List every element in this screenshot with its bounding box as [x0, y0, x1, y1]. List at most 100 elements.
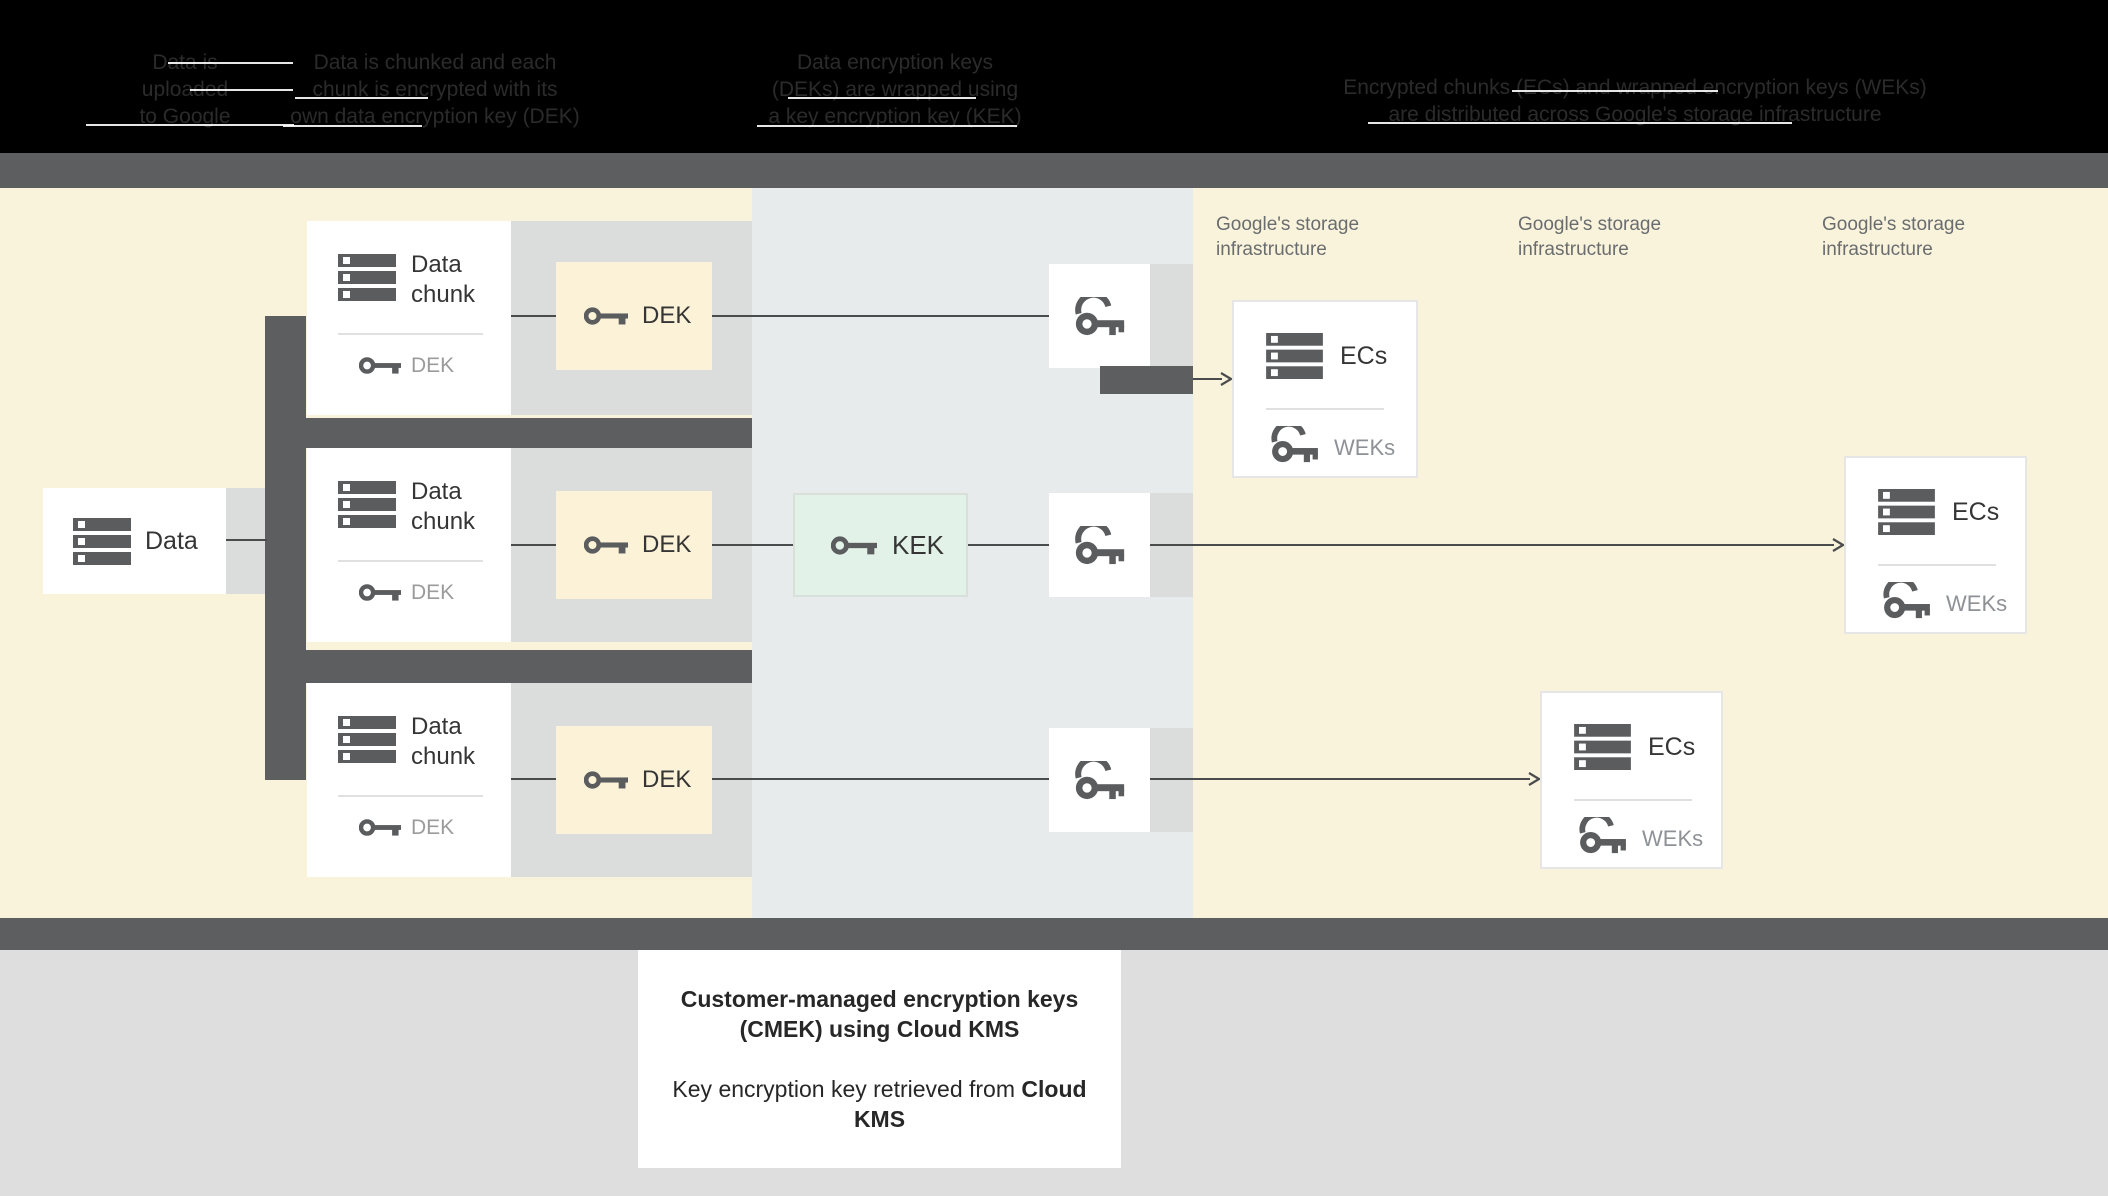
- weks-label: WEKs: [1334, 435, 1396, 460]
- storage-icon: [1878, 489, 1935, 535]
- chunk-divider: [338, 333, 483, 335]
- chunk-divider: [338, 560, 483, 562]
- connector-dek3-wrap3: [712, 778, 1049, 780]
- kek-label: KEK: [892, 529, 945, 560]
- wrapped-key-icon: [1882, 582, 1932, 619]
- arrowhead-icon: [1219, 371, 1233, 387]
- key-icon: [831, 534, 877, 557]
- header-step-2-line: Data is chunked and each: [313, 51, 557, 74]
- header-underline: [1368, 122, 1792, 124]
- arrow-line-row2: [1150, 544, 1834, 546]
- storage-icon: [338, 716, 396, 763]
- header-step-2: Data is chunked and each chunk is encryp…: [270, 49, 600, 130]
- header-step-4-line: Encrypted chunks (ECs) and wrapped encry…: [1343, 76, 1927, 99]
- header-step-1-line: to Google: [139, 105, 231, 128]
- key-icon: [584, 534, 628, 556]
- connector-data-trunk: [225, 539, 267, 541]
- footer-card: Customer-managed encryption keys (CMEK) …: [638, 950, 1121, 1168]
- key-icon: [584, 769, 628, 791]
- data-row-band: [226, 488, 265, 594]
- header-underline: [788, 97, 976, 99]
- key-icon: [359, 355, 401, 376]
- storage-icon: [338, 481, 396, 528]
- bottom-divider-bar: [0, 918, 2108, 950]
- header-step-3-line: Data encryption keys: [796, 51, 994, 74]
- storage-icon: [1574, 724, 1631, 770]
- header-underline: [168, 62, 293, 64]
- branch-bar-2: [306, 650, 752, 683]
- data-chunk-title: Data chunk: [411, 478, 476, 535]
- chunk-dek-label: DEK: [411, 816, 455, 839]
- branch-trunk: [265, 316, 306, 780]
- thick-connector-row1: [1100, 366, 1193, 394]
- wrapped-key-icon: [1074, 526, 1126, 565]
- header-step-1-line: uploaded: [141, 78, 229, 101]
- storage-icon: [1266, 333, 1323, 379]
- storage-infrastructure-label-2: Google's storage infrastructure: [1518, 214, 1662, 260]
- ecs-label: ECs: [1952, 498, 2000, 526]
- wrapped-key-box-2: [1049, 493, 1150, 597]
- data-chunk-title: Data chunk: [411, 251, 476, 308]
- header-step-3-line: a key encryption key (KEK): [768, 105, 1022, 128]
- ecs-label: ECs: [1648, 733, 1696, 761]
- header-underline: [757, 125, 1017, 127]
- wrap-box-tail-3: [1150, 728, 1193, 832]
- connector-dek2-kek: [712, 544, 793, 546]
- key-icon: [584, 305, 628, 327]
- ecs-box-3: ECs WEKs: [1540, 691, 1723, 869]
- dek-box-1: DEK: [556, 262, 712, 370]
- wrapped-key-icon: [1578, 817, 1628, 854]
- header-underline: [1512, 90, 1718, 92]
- weks-label: WEKs: [1642, 826, 1704, 851]
- storage-infrastructure-label-1: Google's storage infrastructure: [1216, 214, 1360, 260]
- top-divider-bar: [0, 153, 2108, 188]
- branch-bar-1: [306, 418, 752, 448]
- dek-label: DEK: [642, 302, 692, 329]
- dek-label: DEK: [642, 766, 692, 793]
- footer-body-text: Key encryption key retrieved from: [672, 1076, 1016, 1102]
- header-step-2-line: chunk is encrypted with its: [312, 78, 558, 101]
- header-underline: [190, 89, 293, 91]
- chunk-divider: [338, 795, 483, 797]
- data-chunk-title: Data chunk: [411, 713, 476, 770]
- header-step-3: Data encryption keys (DEKs) are wrapped …: [755, 49, 1035, 130]
- connector-chunk2-dek2: [511, 544, 556, 546]
- chunk-dek-label: DEK: [411, 354, 455, 377]
- arrowhead-icon: [1527, 771, 1541, 787]
- header-band: Data is uploaded to Google Data is chunk…: [0, 0, 2108, 153]
- dek-box-2: DEK: [556, 491, 712, 599]
- data-box-label: Data: [145, 526, 198, 555]
- footer-card-body: Key encryption key retrieved from Cloud …: [638, 1074, 1121, 1134]
- storage-infrastructure-label-3: Google's storage infrastructure: [1822, 214, 1966, 260]
- storage-icon: [73, 518, 131, 565]
- chunk-dek-label: DEK: [411, 581, 455, 604]
- header-underline: [283, 125, 422, 127]
- connector-chunk1-dek1: [511, 315, 556, 317]
- footer-body-bold: Cloud KMS: [853, 1076, 1087, 1132]
- key-icon: [359, 582, 401, 603]
- data-box: Data: [43, 488, 226, 594]
- data-chunk-box-1: Data chunk DEK: [307, 221, 511, 415]
- ecs-divider: [1574, 799, 1692, 801]
- wrapped-key-box-1: [1049, 264, 1150, 368]
- header-underline: [86, 124, 294, 126]
- arrowhead-icon: [1831, 537, 1845, 553]
- ecs-box-2: ECs WEKs: [1844, 456, 2027, 634]
- arrow-line-row1: [1193, 378, 1222, 380]
- dek-box-3: DEK: [556, 726, 712, 834]
- footer-card-title: Customer-managed encryption keys (CMEK) …: [680, 986, 1079, 1042]
- weks-label: WEKs: [1946, 591, 2008, 616]
- header-step-3-line: (DEKs) are wrapped using: [771, 78, 1019, 101]
- ecs-divider: [1266, 408, 1384, 410]
- ecs-divider: [1878, 564, 1996, 566]
- data-chunk-box-2: Data chunk DEK: [307, 448, 511, 642]
- connector-chunk3-dek3: [511, 778, 556, 780]
- key-icon: [359, 817, 401, 838]
- wrapped-key-box-3: [1049, 728, 1150, 832]
- header-step-4-line: are distributed across Google's storage …: [1388, 103, 1882, 126]
- ecs-label: ECs: [1340, 342, 1388, 370]
- header-step-2-line: own data encryption key (DEK): [290, 105, 580, 128]
- kek-box: KEK: [793, 493, 968, 597]
- wrapped-key-icon: [1270, 426, 1320, 463]
